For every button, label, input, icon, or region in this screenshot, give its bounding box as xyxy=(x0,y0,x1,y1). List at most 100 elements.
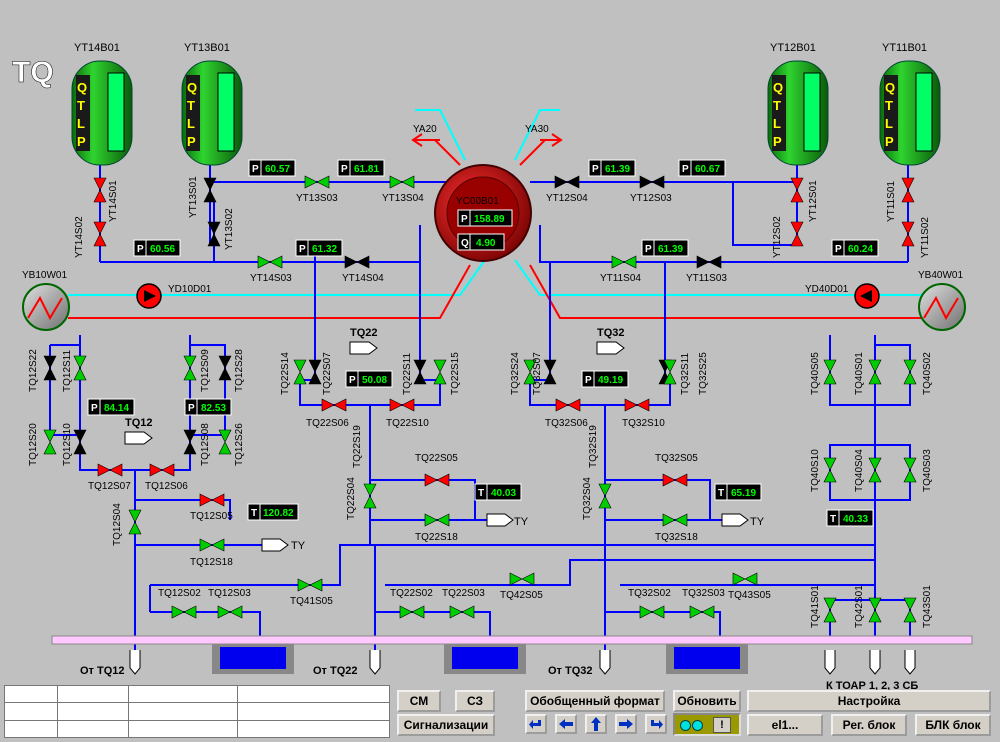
svg-text:TQ12S10: TQ12S10 xyxy=(62,423,73,466)
valve-tq41s05 xyxy=(297,578,323,592)
vessel-name: YC00B01 xyxy=(456,196,499,207)
tank-letter: Q xyxy=(77,80,87,95)
up-arrow-button[interactable] xyxy=(585,714,607,734)
svg-text:P: P xyxy=(188,403,195,414)
svg-text:65.19: 65.19 xyxy=(731,488,756,499)
svg-text:YB10W01: YB10W01 xyxy=(22,270,67,281)
svg-text:TQ22S06: TQ22S06 xyxy=(306,418,349,429)
svg-text:YT13S02: YT13S02 xyxy=(224,208,235,250)
drain-tanks xyxy=(212,644,748,674)
cm-button[interactable]: СМ xyxy=(397,690,441,712)
readout: P 82.53 xyxy=(184,398,232,416)
svg-text:P: P xyxy=(91,403,98,414)
svg-text:Q: Q xyxy=(461,238,469,249)
svg-text:TQ42S05: TQ42S05 xyxy=(500,590,543,601)
svg-text:TQ40S02: TQ40S02 xyxy=(922,352,933,395)
reg-block-button[interactable]: Рег. блок xyxy=(831,714,907,736)
svg-text:TY: TY xyxy=(514,516,529,528)
valve-tq22s11 xyxy=(413,359,427,385)
svg-text:P: P xyxy=(137,244,144,255)
valve-yt14s01 xyxy=(93,177,107,203)
tank-letter: T xyxy=(187,98,195,113)
right-arrow-button[interactable] xyxy=(615,714,637,734)
back-button[interactable] xyxy=(525,714,547,734)
forward-button[interactable] xyxy=(645,714,667,734)
svg-text:TY: TY xyxy=(750,516,765,528)
valve-yt11s04 xyxy=(611,255,637,269)
tank-yt12b01[interactable]: YT12B01 xyxy=(767,42,829,166)
valve-symbols-vertical[interactable] xyxy=(43,177,917,623)
valve-tq42s05 xyxy=(509,572,535,586)
svg-text:T: T xyxy=(251,508,257,519)
svg-text:YT13B01: YT13B01 xyxy=(184,42,230,54)
settings-button[interactable]: Настройка xyxy=(747,690,991,712)
pump-yd10d01[interactable]: YD10D01 xyxy=(136,283,212,309)
svg-text:TQ22S07: TQ22S07 xyxy=(322,352,333,395)
valve-tq22s07 xyxy=(308,359,322,385)
svg-text:TQ12S20: TQ12S20 xyxy=(28,423,39,466)
valve-yt14s03 xyxy=(257,255,283,269)
svg-text:TQ32S11: TQ32S11 xyxy=(680,353,691,395)
svg-text:82.53: 82.53 xyxy=(201,403,226,414)
svg-text:TQ40S10: TQ40S10 xyxy=(810,449,821,492)
valve-tq12s18 xyxy=(199,538,225,552)
tank-yt14b01[interactable]: YT14B01 xyxy=(71,42,133,166)
svg-text:YT12S04: YT12S04 xyxy=(546,193,588,204)
tank-yt13b01[interactable]: YT13B01 xyxy=(181,42,243,166)
svg-text:TQ22S03: TQ22S03 xyxy=(442,588,485,599)
svg-text:YA30: YA30 xyxy=(525,124,549,135)
valve-tq43s05 xyxy=(732,572,758,586)
exchanger-yb40w01[interactable]: YB40W01 xyxy=(918,270,966,331)
svg-text:TQ32S03: TQ32S03 xyxy=(682,588,725,599)
valve-tq22s14 xyxy=(293,359,307,385)
general-format-button[interactable]: Обобщенный формат xyxy=(525,690,665,712)
left-arrow-button[interactable] xyxy=(555,714,577,734)
section-tags[interactable]: TQ12 TQ22 TQ32 xyxy=(124,327,625,445)
status-indicator-panel[interactable]: ! xyxy=(673,713,741,736)
svg-text:P: P xyxy=(341,164,348,175)
svg-text:YT12S01: YT12S01 xyxy=(808,180,819,222)
readout: P 61.81 xyxy=(337,159,385,177)
pump-yd40d01[interactable]: YD40D01 xyxy=(805,283,880,309)
refresh-button[interactable]: Обновить xyxy=(673,690,741,712)
blk-block-button[interactable]: БЛК блок xyxy=(915,714,991,736)
alarm-indicator[interactable]: ! xyxy=(713,717,731,733)
valve-tq40s03 xyxy=(903,457,917,483)
svg-text:TQ32S24: TQ32S24 xyxy=(510,352,521,395)
message-table[interactable] xyxy=(4,684,390,739)
svg-text:TQ22S04: TQ22S04 xyxy=(346,477,357,520)
svg-text:TQ32S04: TQ32S04 xyxy=(582,477,593,520)
svg-text:TQ12S18: TQ12S18 xyxy=(190,557,233,568)
svg-text:P: P xyxy=(592,164,599,175)
svg-text:TQ32S07: TQ32S07 xyxy=(532,352,543,395)
exchanger-yb10w01[interactable]: YB10W01 xyxy=(22,270,70,331)
svg-text:YT14S01: YT14S01 xyxy=(108,180,119,222)
c3-button[interactable]: СЗ xyxy=(455,690,495,712)
tank-yt11b01[interactable]: YT11B01 xyxy=(879,42,941,166)
svg-text:TQ41S01: TQ41S01 xyxy=(810,585,821,628)
status-light-icon xyxy=(692,720,703,731)
svg-text:60.57: 60.57 xyxy=(265,164,290,175)
valve-symbols[interactable] xyxy=(97,175,758,619)
svg-text:60.67: 60.67 xyxy=(695,164,720,175)
valve-tq40s05 xyxy=(823,359,837,385)
svg-text:TQ32S06: TQ32S06 xyxy=(545,418,588,429)
valve-yt11s02 xyxy=(901,221,915,247)
valve-yt13s04 xyxy=(389,175,415,189)
el1-button[interactable]: el1... xyxy=(747,714,823,736)
svg-text:YT14S02: YT14S02 xyxy=(74,216,85,258)
valve-tq32s10 xyxy=(624,398,650,412)
tank-letters: Q T L P Q T L P Q T L P Q T L P xyxy=(77,80,895,149)
svg-text:TQ40S01: TQ40S01 xyxy=(854,352,865,395)
svg-text:61.81: 61.81 xyxy=(354,164,379,175)
tank-letter: P xyxy=(885,134,894,149)
valve-tq12s06 xyxy=(149,463,175,477)
svg-text:P: P xyxy=(835,244,842,255)
alarms-button[interactable]: Сигнализации xyxy=(397,714,495,736)
